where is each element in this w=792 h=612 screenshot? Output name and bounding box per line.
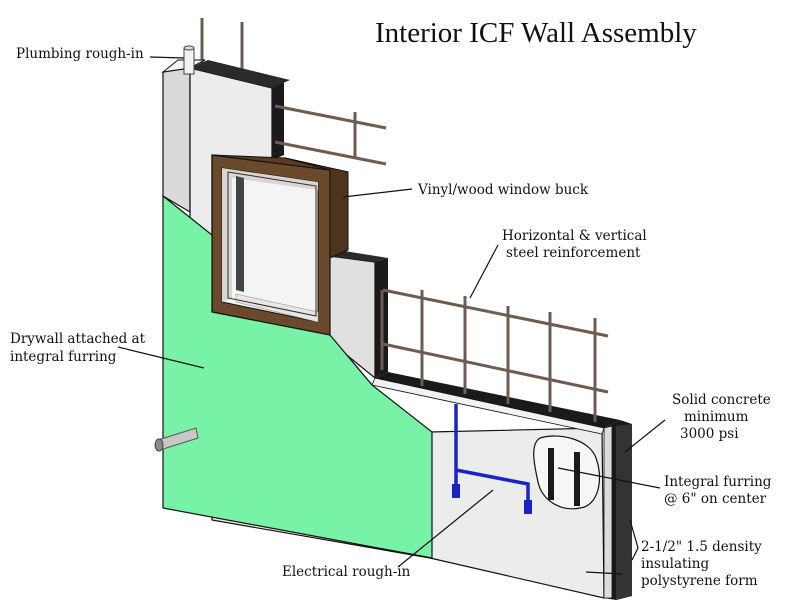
label-form-1: 2-1/2" 1.5 density (641, 539, 762, 555)
label-plumbing: Plumbing rough-in (16, 46, 144, 62)
electrical-stub (154, 427, 199, 452)
plumbing-pipe (183, 45, 195, 75)
label-drywall-1: Drywall attached at (10, 331, 146, 347)
label-form-2: insulating (641, 556, 709, 572)
label-window-buck: Vinyl/wood window buck (417, 182, 589, 198)
wall-end-face (162, 67, 191, 214)
leader-lines (117, 56, 666, 575)
label-concrete-3: 3000 psi (680, 426, 739, 442)
rebar-upper (274, 104, 387, 166)
electrical-box (524, 500, 532, 514)
label-reinforcement-1: Horizontal & vertical (502, 228, 647, 244)
rebar-grid (380, 288, 609, 422)
label-electrical: Electrical rough-in (282, 564, 411, 580)
furring-cutaway (533, 435, 601, 510)
label-concrete-1: Solid concrete (672, 392, 771, 408)
concrete-edge-upper (272, 80, 284, 160)
label-concrete-2: minimum (684, 409, 749, 425)
label-furring-2: @ 6" on center (664, 491, 767, 507)
label-reinforcement-2: steel reinforcement (506, 245, 641, 261)
wall-assembly (154, 18, 632, 600)
diagram-title: Interior ICF Wall Assembly (375, 17, 697, 49)
window-buck (211, 154, 349, 336)
concrete-top-edge (375, 372, 620, 428)
label-furring-1: Integral furring (664, 474, 772, 490)
drywall-panel (162, 194, 433, 559)
labels: Plumbing rough-in Vinyl/wood window buck… (10, 46, 772, 589)
electrical-box (452, 484, 460, 498)
label-form-3: polystyrene form (641, 573, 758, 589)
label-drywall-2: integral furring (10, 349, 117, 365)
